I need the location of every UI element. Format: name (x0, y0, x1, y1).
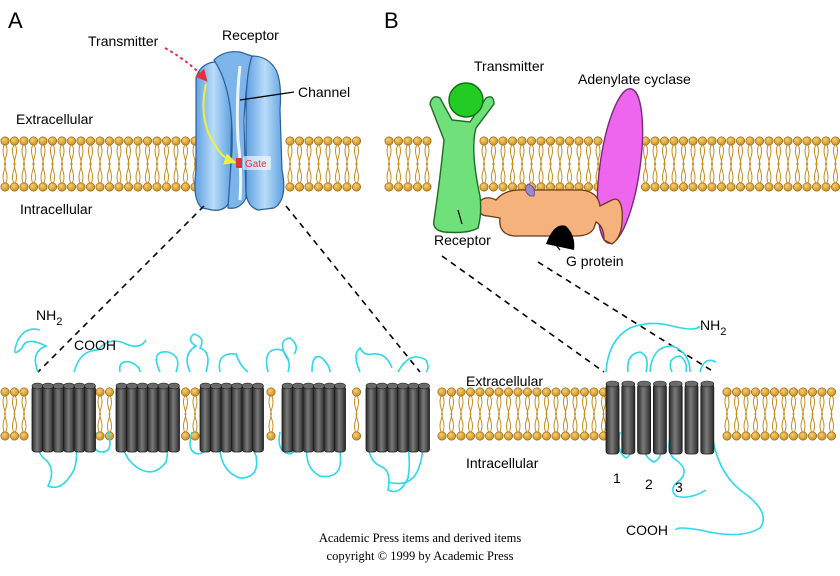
credit-line-2: copyright © 1999 by Academic Press (326, 549, 514, 563)
receptor-label-a: Receptor (222, 27, 279, 43)
transmitter-label-b: Transmitter (474, 58, 545, 74)
nh2-label-left: NH2 (36, 307, 62, 328)
transmitter-ball (448, 82, 484, 118)
adenylate-cyclase-label: Adenylate cyclase (578, 71, 691, 87)
gate-marker (236, 158, 242, 168)
receptor-label-b: Receptor (434, 232, 491, 248)
nh2-label-right: NH2 (700, 317, 726, 338)
extracellular-label-a: Extracellular (16, 111, 93, 127)
transmitter-label-a: Transmitter (88, 33, 159, 49)
ion-channel-receptor: Gate (164, 47, 295, 211)
loop-label-3: 3 (675, 479, 683, 495)
receptor-b-pointer (457, 209, 463, 225)
channel-subunit-helices (31, 382, 430, 453)
loop-label-2: 2 (645, 476, 653, 492)
panel-a-letter: A (8, 8, 23, 33)
zoom-line-a-right (285, 205, 421, 373)
channel-pointer (239, 91, 295, 101)
cooh-label-left: COOH (74, 337, 116, 353)
receptor-loops (605, 322, 765, 536)
zoom-line-b-left (441, 255, 605, 373)
zoom-line-a-left (37, 205, 205, 373)
membrane-bottom (0, 387, 836, 441)
transmitter-arrow (164, 47, 208, 82)
zoom-line-b-right (537, 261, 715, 373)
receptor-7tm-helices (605, 380, 715, 455)
intracellular-label-bottom: Intracellular (466, 455, 539, 471)
gate-label: Gate (245, 159, 267, 170)
channel-label: Channel (298, 84, 350, 100)
extracellular-label-bottom: Extracellular (466, 373, 543, 389)
membrane-panel-b (384, 136, 840, 192)
g-protein-pointer (551, 239, 561, 251)
g-protein (477, 183, 623, 250)
g-protein-label: G protein (566, 253, 624, 269)
intracellular-label-a: Intracellular (20, 201, 93, 217)
cooh-label-right: COOH (626, 522, 668, 538)
loop-label-1: 1 (613, 470, 621, 486)
panel-b-letter: B (384, 8, 399, 33)
membrane-panel-a (0, 136, 361, 192)
ion-flow-arrow (202, 83, 237, 165)
credit-line-1: Academic Press items and derived items (318, 531, 522, 545)
